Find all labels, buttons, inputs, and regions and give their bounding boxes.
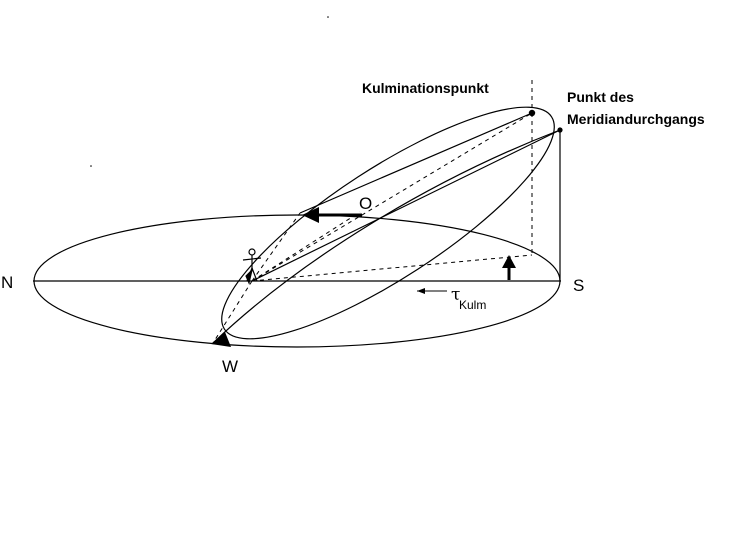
sun-path-ellipse	[221, 106, 555, 340]
up-arrow	[502, 255, 516, 280]
line-east-to-culmination	[299, 112, 533, 214]
culmination-point	[528, 109, 536, 117]
label-culmination: Kulminationspunkt	[362, 80, 489, 96]
meridian-transit-point	[557, 127, 563, 133]
label-north: N	[1, 273, 13, 292]
label-west: W	[222, 357, 238, 376]
label-east: O	[359, 194, 372, 213]
east-arrow	[302, 207, 362, 223]
label-tau: τ	[451, 285, 460, 305]
stray-dot	[90, 165, 92, 167]
label-tau-subscript: Kulm	[459, 298, 486, 312]
observer-figure-icon	[242, 248, 262, 285]
west-arrow	[211, 332, 231, 347]
label-meridian-line2: Meridiandurchgangs	[567, 111, 705, 127]
line-observer-to-meridian-point	[251, 129, 561, 282]
dashed-construction-lines	[212, 80, 533, 344]
label-meridian-line1: Punkt des	[567, 89, 634, 105]
meridian-path-line	[212, 129, 561, 344]
stray-dot	[327, 16, 329, 18]
label-south: S	[573, 276, 584, 295]
